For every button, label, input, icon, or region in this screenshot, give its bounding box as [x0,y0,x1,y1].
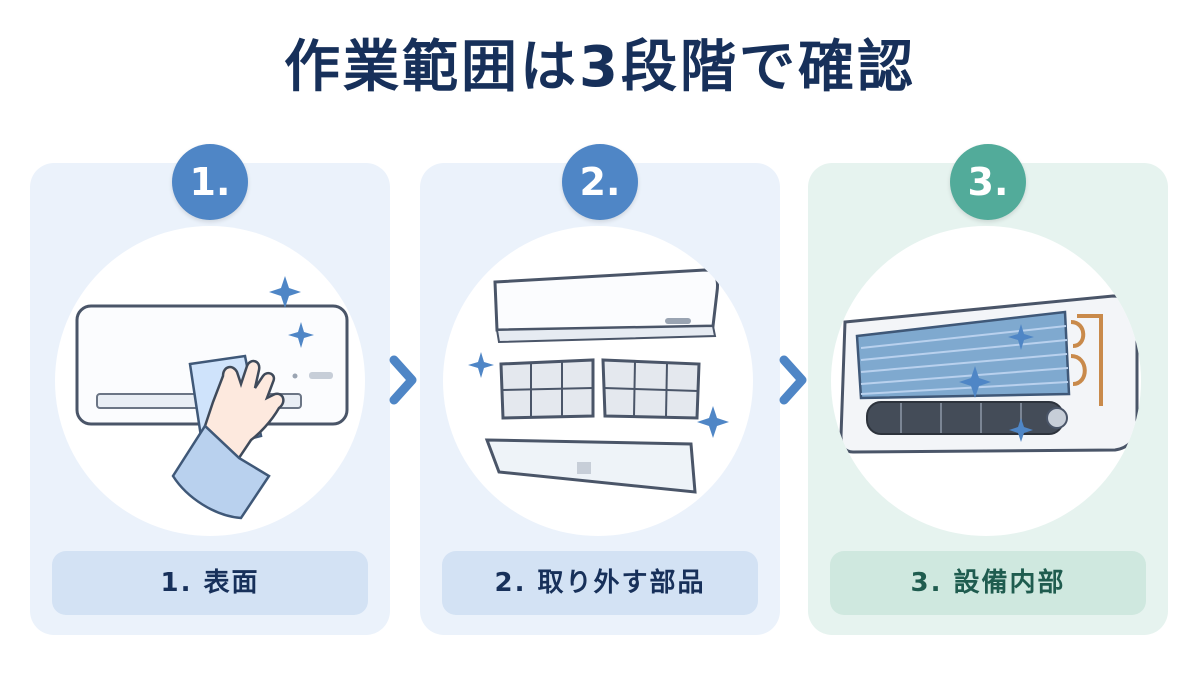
blower-fan-icon [866,401,1068,435]
step-badge-1: 1. [172,144,248,220]
step-badge-3: 3. [950,144,1026,220]
front-panel-icon [493,268,719,344]
chevron-right-icon [389,355,417,405]
step-label-2: 2. 取り外す部品 [442,551,758,615]
heat-exchanger-coil-icon [855,310,1071,400]
copper-pipe-icon [1070,314,1103,406]
air-filter-icon [601,358,701,420]
step-2-illustration [443,226,753,536]
page-title: 作業範囲は3段階で確認 [284,35,916,100]
step-label-1: 1. 表面 [52,551,368,615]
step-1-illustration [55,226,365,536]
louver-panel-icon [484,438,697,494]
chevron-right-icon [779,355,807,405]
step-label-3: 3. 設備内部 [830,551,1146,615]
step-3-illustration [831,226,1141,536]
sparkle-icon [468,352,729,438]
sparkle-icon [959,324,1034,442]
hand-icon [171,359,285,520]
sparkle-icon [269,276,314,348]
step-badge-2: 2. [562,144,638,220]
air-filter-icon [499,358,595,420]
